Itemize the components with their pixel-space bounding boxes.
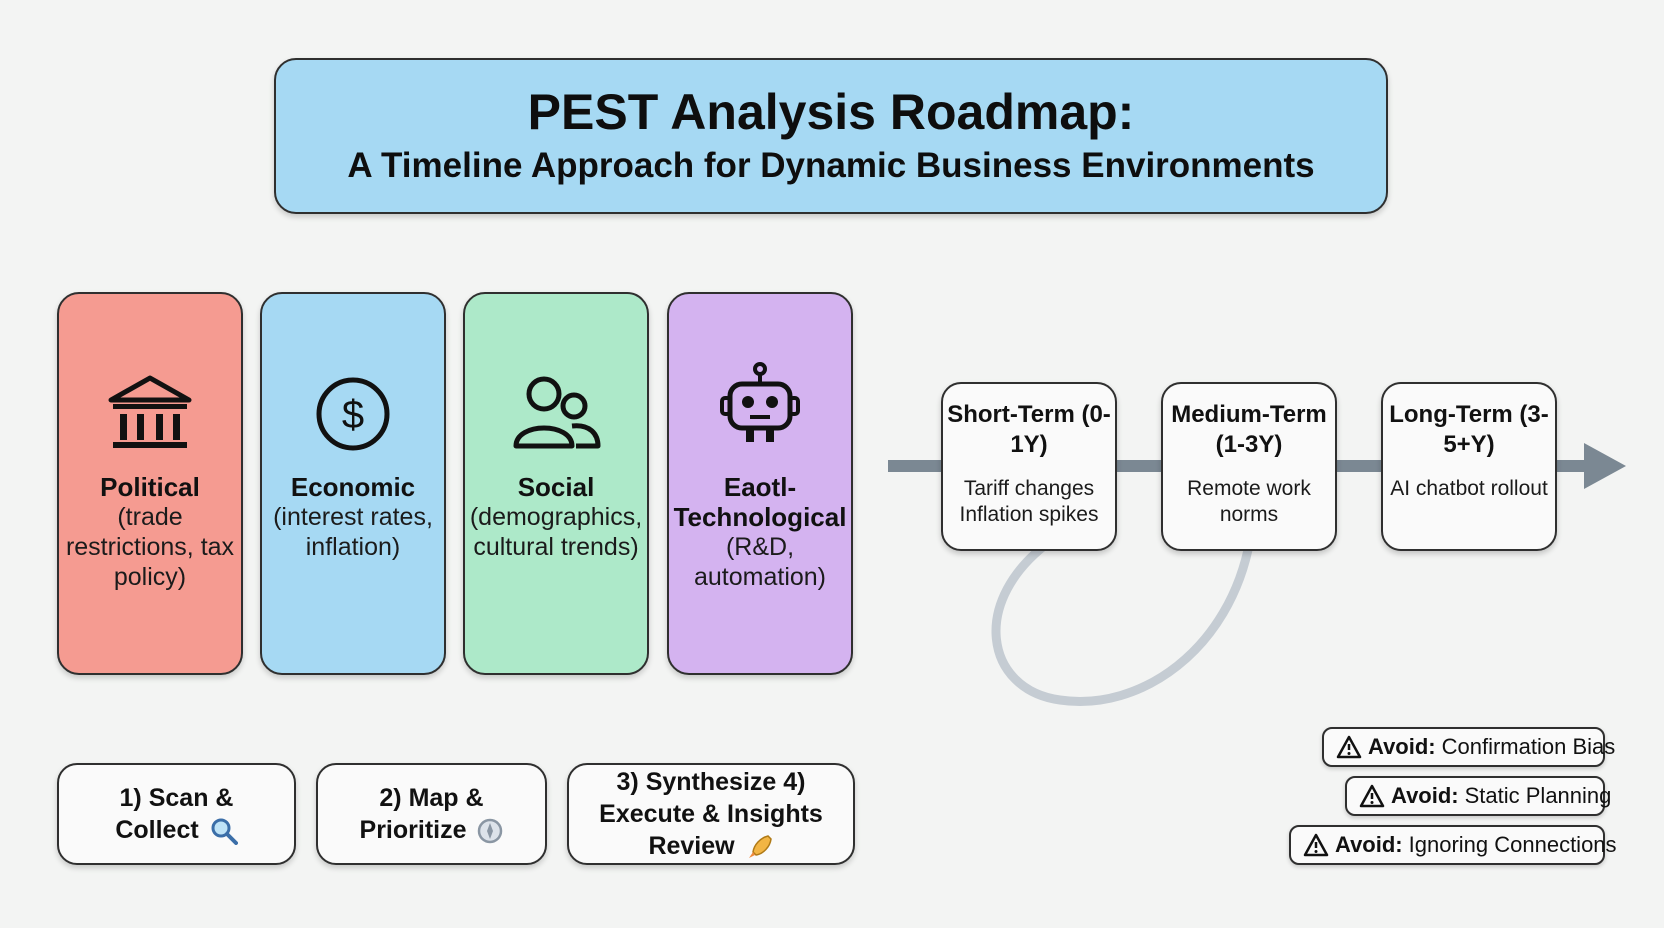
phase-medium-term: Medium-Term (1-3Y) Remote work norms — [1161, 382, 1337, 551]
compass-icon — [477, 818, 503, 844]
phase-body: AI chatbot rollout — [1390, 477, 1548, 500]
warning-icon — [1336, 735, 1362, 759]
step-label: 3) Synthesize 4) Execute & Insights Revi… — [599, 768, 823, 860]
factor-card-political: Political (trade restrictions, tax polic… — [57, 292, 243, 675]
bank-icon — [59, 374, 241, 464]
warning-icon — [1303, 833, 1329, 857]
step-label: 2) Map & Prioritize — [359, 784, 484, 844]
step-label: 1) Scan & Collect — [115, 784, 234, 844]
warning-confirmation-bias: Avoid: Confirmation Bias — [1322, 727, 1615, 767]
factor-desc: (interest rates, inflation) — [273, 503, 433, 561]
rocket-icon — [746, 833, 774, 861]
dollar-icon: $ — [262, 374, 444, 464]
factor-card-technological: Eaotl-Technological (R&D, automation) — [667, 292, 853, 675]
robot-icon — [669, 362, 851, 452]
warning-prefix: Avoid: — [1368, 734, 1436, 759]
warning-static-planning: Avoid: Static Planning — [1345, 776, 1611, 816]
warning-prefix: Avoid: — [1391, 783, 1459, 808]
factor-desc: (demographics, cultural trends) — [469, 503, 643, 561]
phase-body: Remote work norms — [1187, 477, 1311, 526]
phase-title: Long-Term (3-5+Y) — [1389, 401, 1549, 458]
factor-name: Eaotl-Technological — [673, 472, 847, 532]
factor-name: Economic — [290, 472, 416, 502]
warning-text: Static Planning — [1464, 783, 1612, 808]
warning-prefix: Avoid: — [1335, 832, 1403, 857]
timeline-arrow-head — [1584, 443, 1626, 489]
factor-card-social: Social (demographics, cultural trends) — [463, 292, 649, 675]
step-synthesize-execute: 3) Synthesize 4) Execute & Insights Revi… — [567, 763, 855, 865]
warning-icon — [1359, 784, 1385, 808]
phase-title: Short-Term (0-1Y) — [947, 401, 1111, 458]
magnifier-icon — [210, 817, 238, 846]
page-subtitle: A Timeline Approach for Dynamic Business… — [347, 146, 1315, 185]
step-map-prioritize: 2) Map & Prioritize — [316, 763, 547, 865]
page-title: PEST Analysis Roadmap: — [527, 84, 1135, 140]
factor-name: Social — [517, 472, 595, 502]
factor-name: Political — [100, 472, 200, 502]
phase-title: Medium-Term (1-3Y) — [1171, 401, 1327, 458]
phase-short-term: Short-Term (0-1Y) Tariff changes Inflati… — [941, 382, 1117, 551]
factor-card-economic: $ Economic (interest rates, inflation) — [260, 292, 446, 675]
step-scan-collect: 1) Scan & Collect — [57, 763, 296, 865]
feedback-loop — [991, 535, 1255, 706]
people-icon — [465, 374, 647, 464]
factor-desc: (R&D, automation) — [693, 533, 827, 591]
warning-text: Confirmation Bias — [1441, 734, 1616, 759]
title-banner: PEST Analysis Roadmap: A Timeline Approa… — [274, 58, 1388, 214]
svg-text:$: $ — [342, 393, 364, 437]
phase-long-term: Long-Term (3-5+Y) AI chatbot rollout — [1381, 382, 1557, 551]
warning-text: Ignoring Connections — [1408, 832, 1617, 857]
factor-desc: (trade restrictions, tax policy) — [65, 503, 235, 591]
phase-body: Tariff changes Inflation spikes — [959, 477, 1099, 526]
warning-ignoring-connections: Avoid: Ignoring Connections — [1289, 825, 1617, 865]
